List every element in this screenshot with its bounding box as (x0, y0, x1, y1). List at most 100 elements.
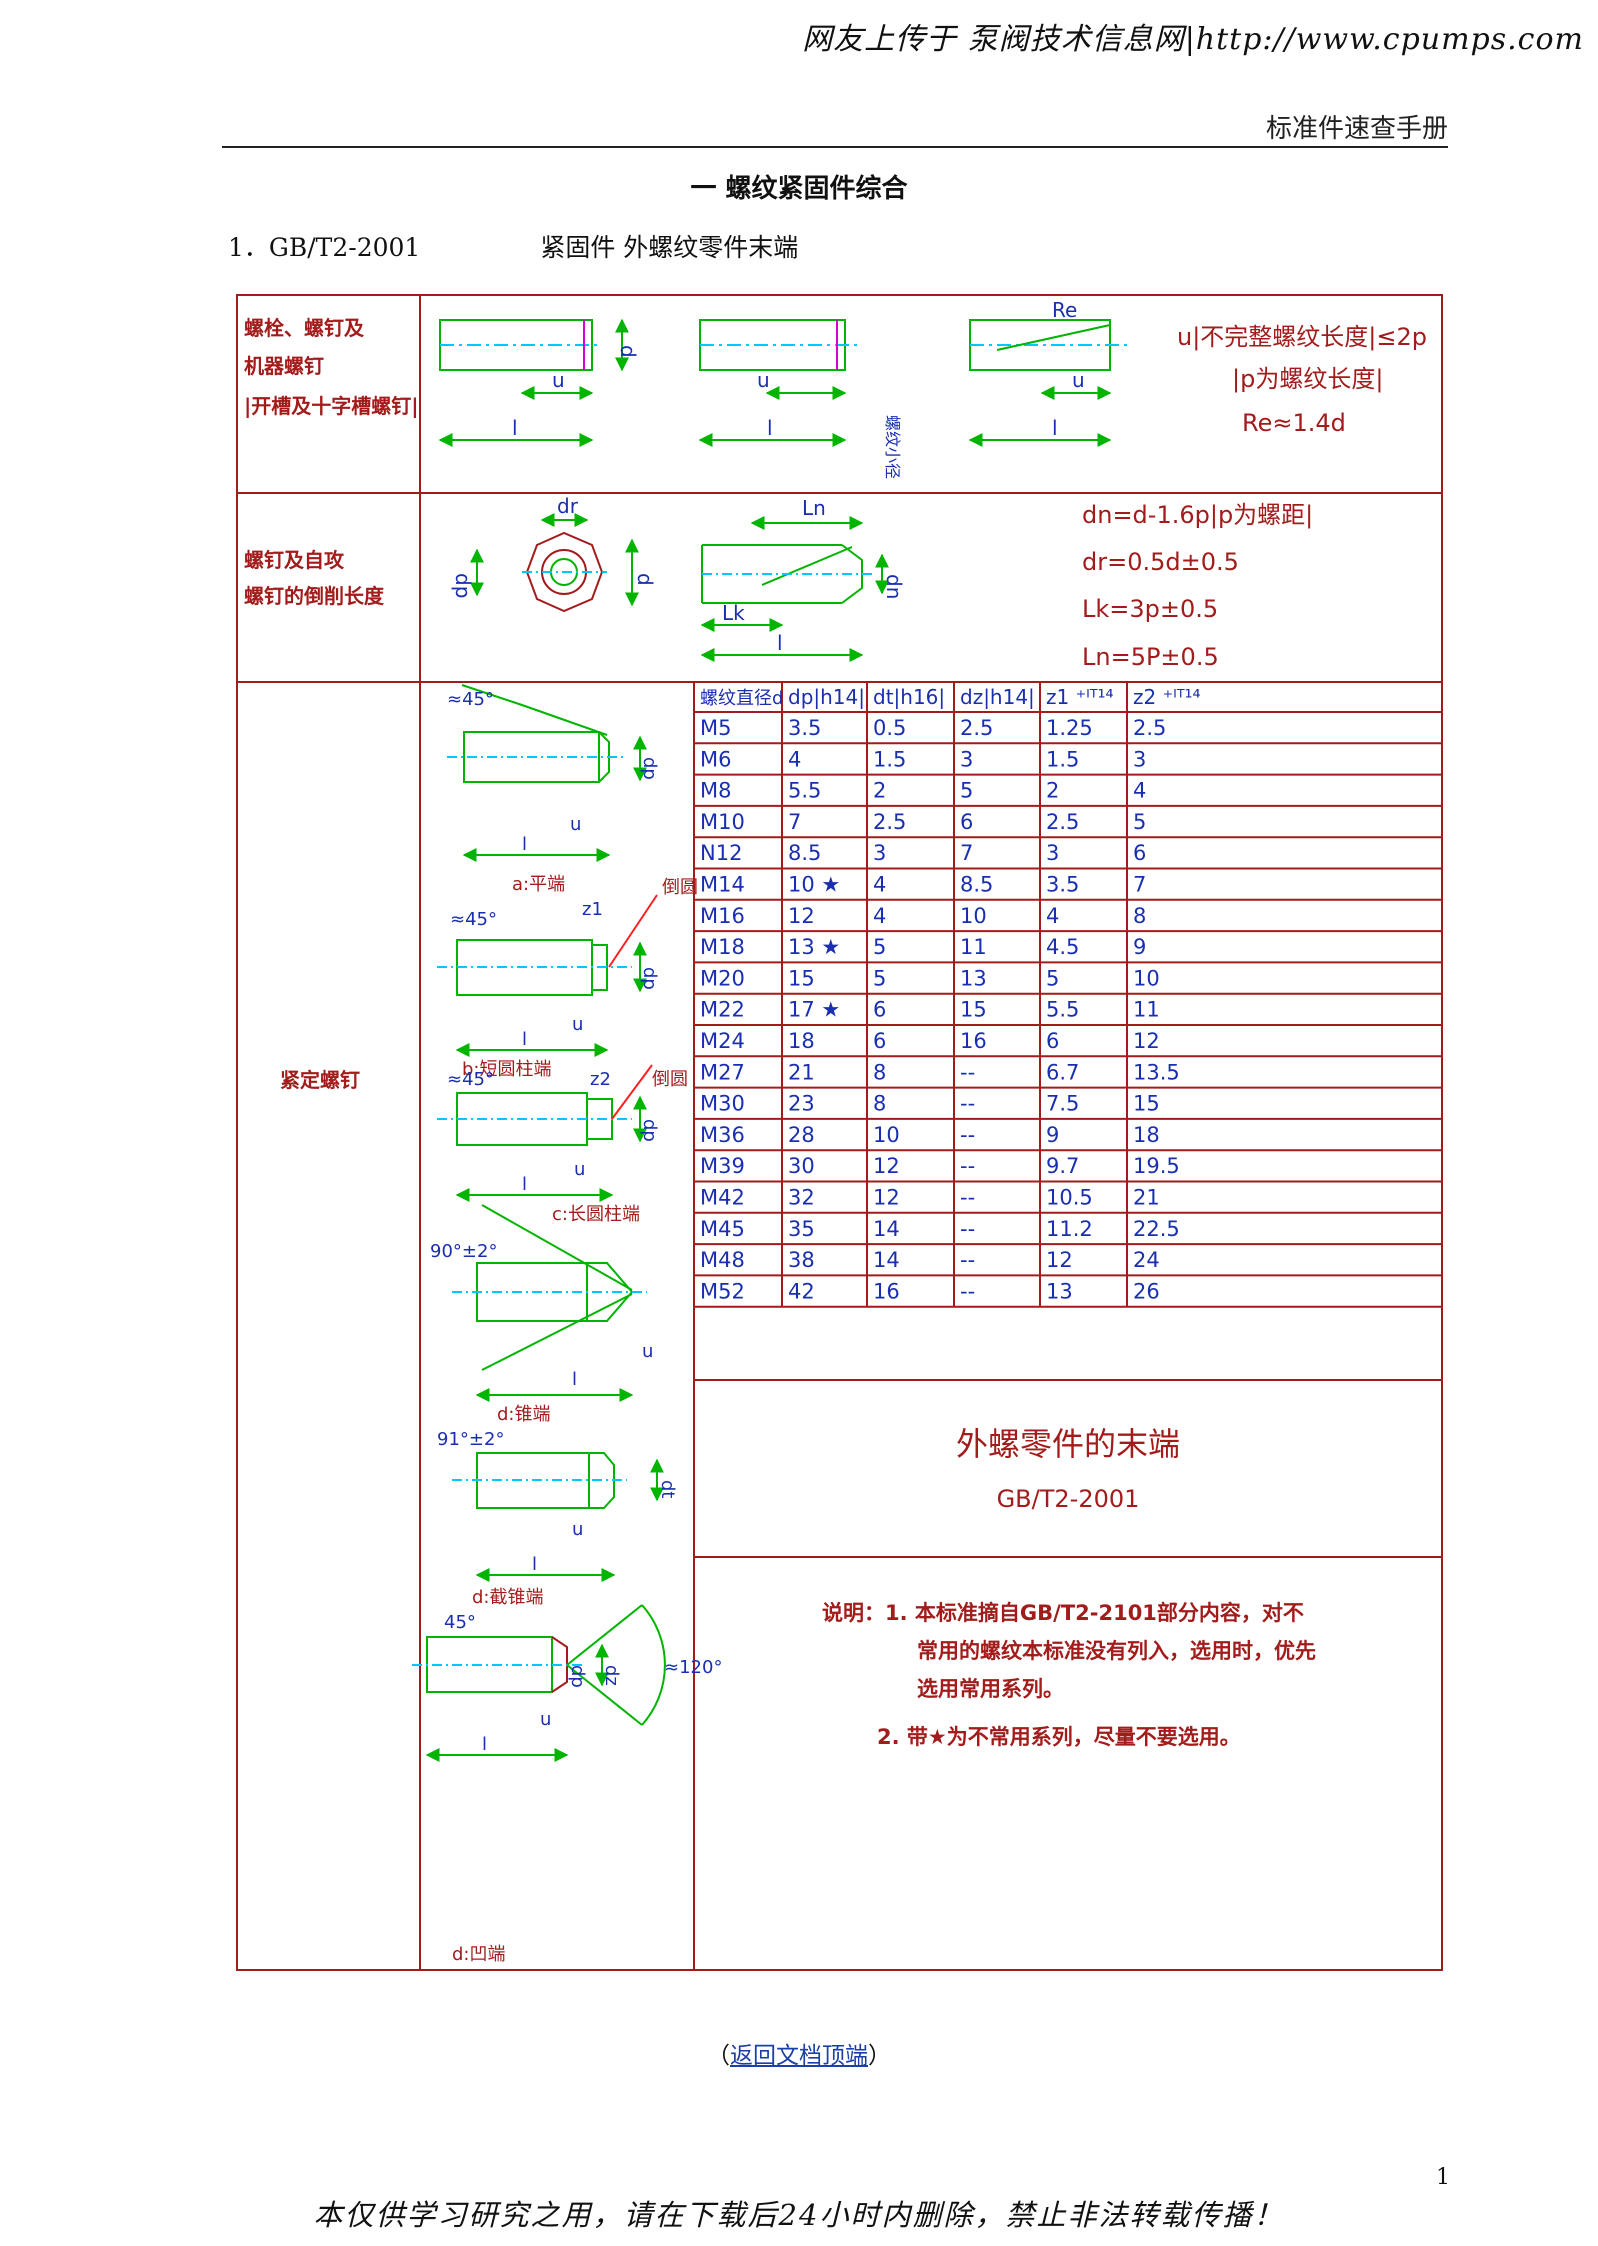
table-cell: 2 (873, 779, 886, 803)
caption-d1: d:锥端 (497, 1404, 551, 1425)
dim-minor-dia: 螺纹小径 (883, 415, 902, 479)
table-cell: 7 (788, 810, 801, 834)
table-cell: 6 (960, 810, 973, 834)
table-cell: M18 (700, 935, 745, 959)
section-title: 一 螺纹紧固件综合 (690, 174, 908, 204)
dim-re: Re (1052, 298, 1077, 322)
table-cell: -- (960, 1248, 975, 1272)
table-cell: 30 (788, 1154, 815, 1178)
table-cell: 3.5 (1046, 873, 1079, 897)
frame (236, 294, 1443, 1971)
table-cell: 5 (1046, 966, 1059, 990)
dim-u: u (572, 1014, 583, 1035)
dim-u: u (642, 1341, 653, 1362)
table-cell: 1.5 (873, 747, 906, 771)
table-cell: 18 (788, 1029, 815, 1053)
table-cell: M24 (700, 1029, 745, 1053)
table-cell: 6 (873, 1029, 886, 1053)
table-cell: 7.5 (1046, 1092, 1079, 1116)
standard-drawing: 螺栓、螺钉及 机器螺钉 |开槽及十字槽螺钉| d u l u l 螺纹小径 Re… (236, 294, 1443, 1971)
dim-l: l (482, 1734, 487, 1755)
table-cell: 0.5 (873, 716, 906, 740)
table-cell: 4 (1046, 904, 1059, 928)
row1-notes: u|不完整螺纹长度|≤2p |p为螺纹长度| Re≈1.4d (1177, 323, 1427, 437)
table-cell: 10 (1133, 966, 1160, 990)
chamfer-b: 倒圆 (662, 877, 698, 898)
row2-label: 螺钉及自攻 螺钉的倒削长度 (244, 548, 385, 608)
table-cell: 5 (960, 779, 973, 803)
dim-dp: dp (639, 757, 660, 780)
dim-dz: dz (601, 1665, 622, 1686)
table-cell: 4 (873, 904, 886, 928)
dim-l: l (532, 1554, 537, 1575)
table-cell: M27 (700, 1060, 745, 1084)
dim-l: l (572, 1369, 577, 1390)
return-to-top-link[interactable]: 返回文档顶端 (730, 2043, 868, 2069)
angle-d2: 91°±2° (437, 1429, 504, 1450)
note-line: u|不完整螺纹长度|≤2p (1177, 323, 1427, 351)
note-line: Re≈1.4d (1242, 409, 1346, 437)
dim-l: l (522, 834, 527, 855)
running-title: 标准件速查手册 (1265, 114, 1448, 144)
row3-label: 紧定螺钉 (280, 1068, 360, 1092)
set-screw-figures (412, 684, 666, 1762)
caption-d3: d:凹端 (452, 1944, 506, 1965)
row1-label-line: 螺栓、螺钉及 (244, 316, 365, 340)
table-cell: 12 (1046, 1248, 1073, 1272)
row2-figures (470, 513, 889, 662)
table-cell: 28 (788, 1123, 815, 1147)
table-cell: M14 (700, 873, 745, 897)
table-cell: 1.25 (1046, 716, 1093, 740)
dim-ln: Ln (802, 496, 826, 520)
table-cell: 7 (960, 841, 973, 865)
table-cell: 14 (873, 1217, 900, 1241)
angle-b: ≈45° (450, 909, 497, 930)
table-cell: 6 (1046, 1029, 1059, 1053)
table-cell: 42 (788, 1279, 815, 1303)
table-cell: 10 (873, 1123, 900, 1147)
caption-d2: d:截锥端 (472, 1587, 544, 1608)
table-cell: M6 (700, 747, 731, 771)
header-rule (222, 146, 1448, 148)
angle-d3: 45° (444, 1612, 476, 1633)
caption-b: b:短圆柱端 (462, 1059, 552, 1080)
row1-label-line: 机器螺钉 (244, 354, 324, 378)
angle-d3-cup: ≈120° (664, 1657, 722, 1678)
dim-dn: dn (882, 574, 906, 599)
table-cell: 5 (873, 966, 886, 990)
table-cell: 4.5 (1046, 935, 1079, 959)
table-cell: 4 (873, 873, 886, 897)
table-cell: 23 (788, 1092, 815, 1116)
table-cell: 4 (788, 747, 801, 771)
table-cell: 11 (960, 935, 987, 959)
table-header-cell: dt|h16| (873, 685, 945, 709)
table-cell: 15 (1133, 1092, 1160, 1116)
table-cell: 2.5 (1046, 810, 1079, 834)
dim-dt: dt (657, 1480, 678, 1498)
table-cell: -- (960, 1123, 975, 1147)
dim-dp: dp (451, 573, 475, 598)
table-cell: 16 (873, 1279, 900, 1303)
table-cell: 16 (960, 1029, 987, 1053)
standard-number: 1．GB/T2-2001 (228, 233, 421, 262)
table-cell: 19.5 (1133, 1154, 1180, 1178)
dim-l: l (777, 631, 783, 655)
table-cell: M36 (700, 1123, 745, 1147)
table-cell: 14 (873, 1248, 900, 1272)
table-cell: -- (960, 1217, 975, 1241)
row1-label: 螺栓、螺钉及 机器螺钉 |开槽及十字槽螺钉| (244, 316, 419, 418)
table-cell: 2 (1046, 779, 1059, 803)
table-header-cell: dz|h14| (960, 685, 1035, 709)
table-cell: -- (960, 1092, 975, 1116)
notes: 说明：1. 本标准摘自GB/T2-2101部分内容，对不 常用的螺纹本标准没有列… (822, 1601, 1316, 1749)
table-header-cell: z1 ⁺ᴵᵀ¹⁴ (1046, 685, 1114, 709)
table-cell: M5 (700, 716, 731, 740)
table-cell: 11 (1133, 998, 1160, 1022)
formula-line: dn=d-1.6p|p为螺距| (1082, 501, 1313, 529)
page-number: 1 (1436, 2165, 1450, 2190)
table-cell: 8.5 (960, 873, 993, 897)
dim-dp: dp (639, 967, 660, 990)
formula-line: Ln=5P±0.5 (1082, 643, 1219, 671)
table-cell: -- (960, 1279, 975, 1303)
